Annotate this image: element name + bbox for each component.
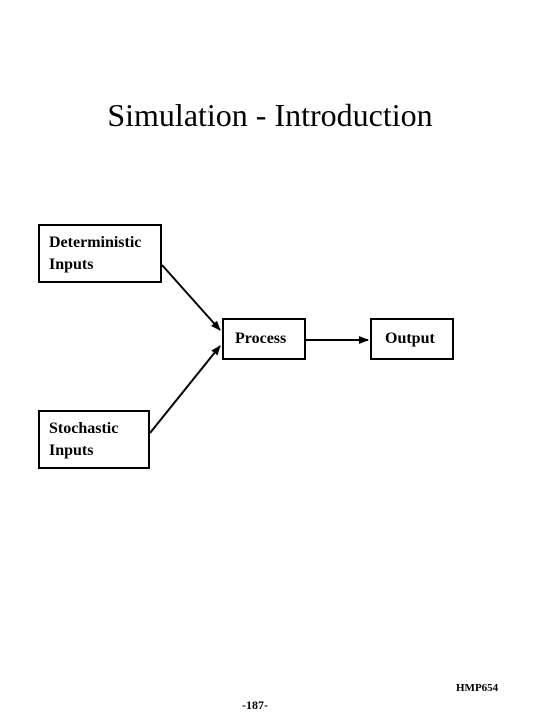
stochastic-inputs-label-line1: Stochastic [49, 420, 119, 437]
footer-course-code: HMP654 [456, 682, 499, 694]
stochastic-inputs-box: Stochastic Inputs [38, 410, 150, 469]
slide-title: Simulation - Introduction [107, 97, 433, 133]
stochastic-inputs-label-line2: Inputs [49, 442, 94, 459]
arrow-stochastic-to-process [149, 345, 221, 434]
page-number: -187- [242, 698, 268, 712]
output-label: Output [385, 330, 435, 347]
deterministic-inputs-box: Deterministic Inputs [38, 224, 162, 283]
output-box: Output [370, 318, 454, 360]
arrow-deterministic-to-process [161, 264, 221, 331]
deterministic-inputs-label-line1: Deterministic [49, 234, 142, 251]
process-label: Process [235, 330, 287, 347]
deterministic-inputs-label-line2: Inputs [49, 256, 94, 273]
process-box: Process [222, 318, 306, 360]
